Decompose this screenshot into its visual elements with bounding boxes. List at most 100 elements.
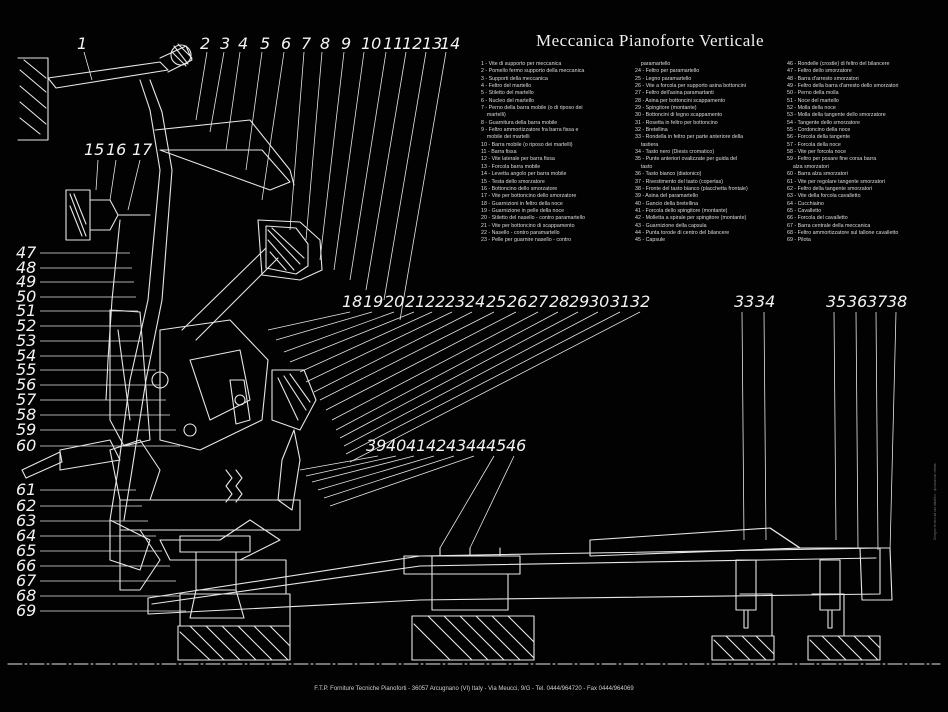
legend-entry: 31 - Rosetta in feltro per bottoncino: [635, 119, 718, 126]
legend-entry: 22 - Nasello - contro paramartello: [481, 229, 560, 236]
callout-29: 29: [569, 292, 590, 311]
legend-entry: 5 - Stiletto del martello: [481, 90, 534, 97]
callout-30: 30: [589, 292, 610, 311]
callout-39: 39: [366, 436, 387, 455]
callout-2: 2: [200, 34, 211, 53]
legend-entry: 14 - Levetta angolo per barra mobile: [481, 171, 567, 178]
callout-4: 4: [238, 34, 249, 53]
legend-entry: 20 - Stiletto del nasello - contro param…: [481, 215, 585, 222]
legend-entry: paramartello: [635, 61, 671, 67]
callout-36: 36: [847, 292, 868, 311]
legend-entry: 57 - Forcola della noce: [787, 141, 841, 148]
legend-entry: 32 - Bretellina: [635, 127, 668, 134]
callout-63: 63: [16, 511, 37, 530]
legend-column-3: 46 - Rondelle (crostle) di feltro del bi…: [787, 61, 937, 245]
callout-56: 56: [16, 375, 37, 394]
keybed-block-3: [711, 635, 775, 661]
callout-7: 7: [301, 34, 312, 53]
callout-33: 33: [734, 292, 755, 311]
callout-46: 46: [506, 436, 527, 455]
legend-entry: 46 - Rondelle (crostle) di feltro del bi…: [787, 61, 890, 67]
page-title: Meccanica Pianoforte Verticale: [536, 31, 765, 50]
footer-credit: F.T.P. Forniture Tecniche Pianoforti - 3…: [314, 686, 634, 692]
legend-entry: 23 - Pelle per guarnire nasello - contro: [481, 237, 572, 244]
legend-entry: 36 - Tasto bianco (diatonico): [635, 171, 702, 178]
legend-entry: 58 - Vite per forcola noce: [787, 149, 847, 156]
legend-entry: 12 - Vite laterale per barra fissa: [481, 156, 555, 163]
legend-entry: 7 - Perno della barra mobile (o di ripos…: [481, 105, 583, 112]
legend-entry: alza smorzatori: [787, 163, 829, 170]
legend-entry: 38 - Fronte del tasto bianco (placchetta…: [635, 185, 748, 192]
legend-entry: 51 - Noce del martello: [787, 97, 839, 104]
legend-entry: 21 - Vite per bottoncino di scappamento: [481, 222, 575, 229]
callout-17: 17: [132, 140, 153, 159]
legend-entry: tastiera: [635, 141, 659, 148]
legend-entry: 47 - Feltro dello smorzatore: [787, 68, 852, 75]
callout-37: 37: [867, 292, 888, 311]
black-key: [589, 527, 801, 557]
support-bolt: [47, 61, 169, 89]
callout-48: 48: [16, 258, 37, 277]
legend-entry: 9 - Feltro ammortizzatore fra barra fiss…: [481, 127, 579, 134]
legend-entry: tasto: [635, 163, 653, 170]
legend-entry: martelli): [481, 112, 506, 119]
legend-entry: 63 - Vite della forcola cavalletto: [787, 193, 861, 200]
legend-entry: 2 - Pomello fermo supporto della meccani…: [481, 68, 585, 75]
legend-entry: 69 - Pilota: [787, 237, 811, 244]
legend-entry: 8 - Guarnitura della barra mobile: [481, 119, 558, 126]
callout-55: 55: [16, 360, 37, 379]
legend-entry: 37 - Rivestimento del tasto (copertas): [635, 178, 724, 185]
legend-entry: 48 - Barra d'arresto smorzatori: [787, 75, 859, 82]
callout-49: 49: [16, 272, 37, 291]
legend-entry: 35 - Punte anteriori ovalizzate per guid…: [635, 156, 738, 163]
legend-entry: 25 - Legno paramartello: [635, 75, 692, 82]
callout-65: 65: [16, 541, 37, 560]
callout-41: 41: [406, 436, 427, 455]
callout-28: 28: [549, 292, 570, 311]
callout-69: 69: [16, 601, 37, 620]
callout-21: 21: [405, 292, 426, 311]
legend-entry: 11 - Barra fissa: [481, 149, 517, 156]
legend-entry: 50 - Perno della molla: [787, 90, 839, 97]
callout-26: 26: [507, 292, 528, 311]
legend-entry: 1 - Vite di supporto per meccanica: [481, 61, 562, 67]
callout-43: 43: [446, 436, 467, 455]
legend-entry: 24 - Feltro per paramartello: [635, 68, 700, 75]
callout-24: 24: [465, 292, 486, 311]
legend-entry: 66 - Forcola del cavalletto: [787, 215, 848, 222]
legend-entry: 65 - Cavalletto: [787, 207, 822, 214]
key-lever: [147, 547, 881, 615]
keybed-block-2: [411, 615, 535, 661]
callout-62: 62: [16, 496, 37, 515]
callout-44: 44: [466, 436, 487, 455]
callout-34: 34: [755, 292, 776, 311]
legend-entry: 30 - Bottoncini di legno scappamento: [635, 112, 723, 119]
legend-entry: 61 - Vite per regolare tangente smorzato…: [787, 178, 885, 185]
callout-5: 5: [260, 34, 271, 53]
callout-66: 66: [16, 556, 37, 575]
callout-14: 14: [440, 34, 461, 53]
legend-entry: 29 - Spingitore (montante): [635, 105, 697, 112]
legend-entry: 52 - Molla della noce: [787, 105, 836, 112]
callout-12: 12: [402, 34, 423, 53]
callout-11: 11: [383, 34, 404, 53]
callout-32: 32: [630, 292, 651, 311]
legend-entry: 54 - Tangente dello smorzatore: [787, 119, 860, 126]
legend-entry: 15 - Testa dello smorzatore: [481, 178, 545, 185]
callout-64: 64: [16, 526, 37, 545]
legend-entry: 33 - Rondella in feltro per parte anteri…: [635, 134, 744, 141]
callout-10: 10: [361, 34, 382, 53]
callout-53: 53: [16, 331, 37, 350]
callout-13: 13: [422, 34, 443, 53]
callout-47: 47: [16, 243, 37, 262]
callout-57: 57: [16, 390, 37, 409]
legend-entry: 17 - Vite per bottoncino dello smorzator…: [481, 193, 577, 200]
legend-entry: 4 - Feltro del martello: [481, 83, 532, 90]
callout-51: 51: [16, 301, 37, 320]
legend-entry: 60 - Barra alza smorzatori: [787, 171, 848, 178]
callout-38: 38: [887, 292, 908, 311]
callout-25: 25: [486, 292, 507, 311]
legend-entry: 19 - Guarnizione in pelle della noce: [481, 207, 565, 214]
